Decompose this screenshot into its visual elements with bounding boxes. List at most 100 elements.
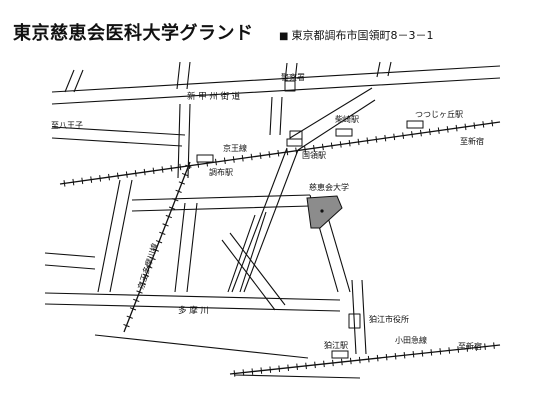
odakyu-line-tie — [439, 348, 442, 355]
keio-line-tie — [232, 156, 235, 163]
road-center-block — [174, 202, 198, 293]
odakyu-line-tie — [394, 352, 397, 360]
keio-line-tie — [241, 155, 244, 162]
road-cross-1 — [221, 232, 286, 311]
keio-tamagawa-line-label: 京王多摩川線 — [135, 242, 159, 291]
odakyu-line-tie — [314, 361, 316, 369]
odakyu-line-label: 小田急線 — [395, 335, 427, 345]
keio-line-tie — [179, 163, 182, 171]
tsutsujigaoka-station-label: つつじヶ丘駅 — [415, 110, 463, 119]
road-central-b — [269, 96, 283, 136]
keio-tamagawa-line-tie — [133, 298, 140, 303]
keio-line-tie — [63, 180, 66, 187]
odakyu-line-tie — [278, 365, 281, 372]
keio-tamagawa-line-tie — [123, 323, 130, 328]
keio-line-tie — [259, 152, 262, 159]
keio-tamagawa-line-tie — [146, 265, 153, 269]
keio-line — [59, 121, 501, 185]
komae-city-hall-label: 狛江市役所 — [369, 314, 409, 324]
odakyu-line-tie — [430, 349, 433, 356]
odakyu-line-tie — [457, 346, 460, 353]
keio-line-tie — [268, 151, 271, 158]
keio-line-tie — [375, 136, 378, 143]
kokuryo-station-label: 国領駅 — [302, 150, 326, 160]
odakyu-line-tie — [287, 364, 290, 371]
keio-tamagawa-line-tie — [168, 206, 176, 210]
keio-line-tie — [464, 123, 467, 131]
keio-line-tie — [437, 127, 440, 134]
address-text: 東京都調布市国領町8－3－1 — [291, 29, 434, 42]
keio-line-tie — [339, 141, 342, 148]
keio-line-tie — [143, 168, 146, 176]
odakyu-line-tie — [341, 358, 343, 366]
keio-tamagawa-line-tie — [181, 172, 189, 177]
odakyu-line — [229, 344, 501, 375]
keio-line-tie — [357, 138, 360, 146]
keio-line-tie — [116, 172, 119, 180]
keio-line-tie — [108, 173, 110, 181]
keio-line-tie — [428, 128, 431, 136]
odakyu-line-tie — [403, 352, 406, 359]
keio-line-tie — [188, 162, 191, 170]
jikei-ground — [306, 195, 343, 229]
keio-tamagawa-line-tie — [136, 290, 143, 294]
page-title: 東京慈恵会医科大学グランド — [13, 23, 254, 44]
odakyu-line-tie — [421, 350, 424, 357]
keio-line-tie — [473, 122, 476, 129]
keio-line-tie — [491, 119, 494, 127]
road-sw-1 — [97, 179, 133, 293]
keio-tamagawa-line-tie — [175, 189, 182, 193]
keio-line-tie — [384, 134, 387, 142]
keio-line-tie — [411, 131, 413, 138]
shibasaki-station-marker — [335, 128, 353, 137]
road-cross-2 — [227, 211, 267, 293]
keio-line-tie — [250, 153, 253, 161]
keio-tamagawa-line — [123, 161, 191, 333]
keio-line-tie — [81, 177, 84, 185]
road-north-west — [64, 69, 84, 93]
komae-city-hall-block — [348, 313, 361, 329]
keio-line-tie — [161, 166, 164, 173]
road-north-center — [176, 61, 191, 90]
keio-tamagawa-line-tie — [159, 231, 166, 235]
road-sw-2 — [44, 252, 96, 270]
road-north-east — [284, 62, 298, 83]
odakyu-line-tie — [296, 363, 298, 371]
keio-tamagawa-line-tie — [185, 164, 192, 168]
odakyu-line-tie — [466, 345, 468, 352]
keio-line-tie — [402, 132, 405, 139]
keio-line-tie — [366, 137, 369, 144]
to-shinjuku-top-label: 至新宿 — [460, 136, 484, 146]
keio-tamagawa-line-tie — [126, 315, 133, 319]
jikei-ground-dot — [320, 209, 324, 213]
odakyu-line-tie — [412, 351, 415, 358]
keio-line-label: 京王線 — [223, 143, 247, 153]
road-hachioji — [51, 126, 186, 147]
odakyu-line-tie — [484, 343, 486, 350]
koshu-kaido-label: 新 甲 州 街 道 — [187, 91, 241, 102]
keio-line-tie — [482, 121, 485, 128]
keio-line-tie — [223, 157, 226, 165]
keio-line-tie — [393, 133, 396, 141]
odakyu-line-tie — [323, 360, 325, 368]
keio-line-tie — [72, 178, 75, 186]
odakyu-line-tie — [233, 370, 236, 377]
keio-tamagawa-line-tie — [149, 256, 156, 261]
police-block — [284, 80, 296, 92]
keio-line-tie — [90, 176, 93, 183]
odakyu-line-tie — [358, 356, 361, 364]
odakyu-line-tie — [332, 359, 334, 367]
odakyu-line-tie — [305, 362, 307, 370]
road-koshu-kaido — [51, 65, 501, 105]
keio-line-tie — [99, 175, 102, 182]
keio-line-tie — [152, 167, 155, 175]
odakyu-line-tie — [269, 366, 272, 373]
keio-line-tie — [125, 171, 128, 178]
odakyu-line-tie — [448, 347, 451, 354]
road-komae-vertical — [351, 279, 367, 355]
keio-line-tie — [286, 148, 289, 156]
odakyu-line-tie — [260, 367, 263, 374]
keio-line-tie — [134, 170, 137, 177]
komae-station-marker — [331, 350, 349, 359]
